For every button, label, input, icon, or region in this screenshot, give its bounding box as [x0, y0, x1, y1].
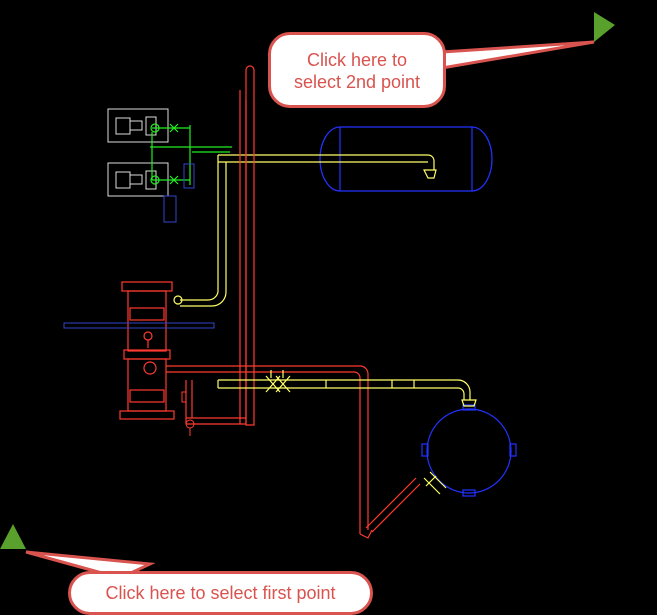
callout-second-line2: select 2nd point [293, 72, 421, 92]
pump-base-blue [163, 163, 195, 223]
green-triangle-icon[interactable] [594, 12, 615, 42]
callout-select-first-point: Click here to select first point [68, 571, 373, 615]
sphere-inlet-valve[interactable] [423, 471, 447, 495]
green-triangle-icon[interactable] [0, 524, 26, 549]
yellow-suction-line[interactable] [173, 154, 437, 307]
green-valve-cluster[interactable] [150, 123, 232, 185]
pump-unit-lower[interactable] [107, 162, 169, 197]
pump-unit-upper[interactable] [107, 108, 169, 143]
red-column-stack[interactable] [119, 281, 421, 539]
callout-first-text: Click here to select first point [105, 583, 336, 603]
blue-crossbar [63, 322, 215, 329]
spherical-vessel[interactable] [421, 404, 517, 497]
red-instrument-symbols [181, 391, 195, 436]
horizontal-vessel[interactable] [319, 126, 493, 192]
callout-select-second-point: Click here to select 2nd point [268, 32, 446, 108]
callout-second-line1: Click here to [306, 50, 408, 70]
yellow-discharge-line[interactable] [217, 370, 477, 407]
